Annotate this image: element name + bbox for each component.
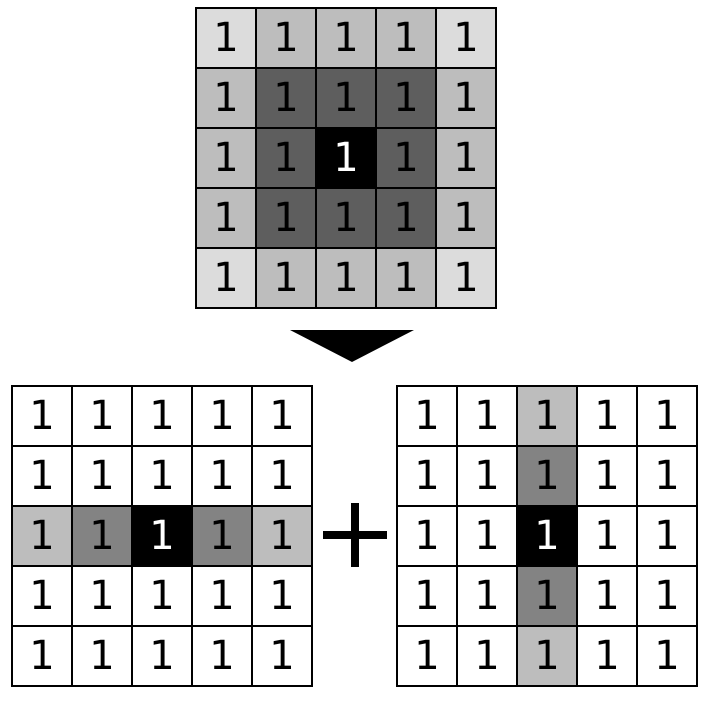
grid-cell: 1	[638, 627, 698, 687]
grid-cell: 1	[398, 507, 458, 567]
grid-cell: 1	[518, 567, 578, 627]
grid-cell: 1	[197, 249, 257, 309]
grid-cell: 1	[13, 627, 73, 687]
grid-cell: 1	[377, 189, 437, 249]
grid-cell: 1	[257, 69, 317, 129]
grid-cell: 1	[13, 507, 73, 567]
grid-cell: 1	[253, 507, 313, 567]
grid-cell: 1	[73, 387, 133, 447]
grid-cell: 1	[518, 627, 578, 687]
grid-cell: 1	[437, 249, 497, 309]
grid-cell: 1	[578, 567, 638, 627]
grid-cell: 1	[253, 387, 313, 447]
grid-cell: 1	[133, 567, 193, 627]
grid-cell: 1	[377, 69, 437, 129]
grid-cell: 1	[638, 507, 698, 567]
grid-cell: 1	[578, 627, 638, 687]
grid-cell: 1	[257, 129, 317, 189]
grid-cell: 1	[13, 567, 73, 627]
grid-cell: 1	[193, 627, 253, 687]
grid-cell: 1	[518, 447, 578, 507]
grid-cell: 1	[197, 129, 257, 189]
grid-cell: 1	[257, 249, 317, 309]
grid-cell: 1	[518, 387, 578, 447]
grid-cell: 1	[193, 447, 253, 507]
grid-cell: 1	[398, 387, 458, 447]
grid-cell: 1	[578, 447, 638, 507]
grid-cell: 1	[437, 69, 497, 129]
grid-cell: 1	[13, 447, 73, 507]
grid-cell: 1	[193, 567, 253, 627]
grid-cell: 1	[518, 507, 578, 567]
grid-cell: 1	[317, 9, 377, 69]
grid-cell: 1	[458, 627, 518, 687]
grid-cell: 1	[377, 9, 437, 69]
grid-cell: 1	[197, 9, 257, 69]
grid-cell: 1	[73, 627, 133, 687]
grid-cell: 1	[73, 507, 133, 567]
grid-cell: 1	[437, 189, 497, 249]
grid-cell: 1	[133, 387, 193, 447]
down-triangle-arrow-icon	[290, 330, 414, 362]
grid-cell: 1	[193, 387, 253, 447]
grid-cell: 1	[133, 627, 193, 687]
grid-cell: 1	[317, 189, 377, 249]
grid-cell: 1	[257, 189, 317, 249]
grid-cell: 1	[193, 507, 253, 567]
grid-cell: 1	[437, 129, 497, 189]
grid-cell: 1	[73, 447, 133, 507]
plus-icon	[323, 503, 387, 567]
grid-cell: 1	[398, 447, 458, 507]
grid-cell: 1	[317, 129, 377, 189]
grid-cell: 1	[638, 387, 698, 447]
grid-cell: 1	[197, 189, 257, 249]
grid-cell: 1	[317, 69, 377, 129]
grid-cell: 1	[458, 507, 518, 567]
grid-cell: 1	[458, 447, 518, 507]
grid-cell: 1	[73, 567, 133, 627]
grid-cell: 1	[377, 249, 437, 309]
grid-cell: 1	[253, 447, 313, 507]
grid-cell: 1	[377, 129, 437, 189]
grid-cell: 1	[133, 507, 193, 567]
grid-cell: 1	[257, 9, 317, 69]
grid-cell: 1	[253, 627, 313, 687]
grid-cell: 1	[578, 507, 638, 567]
grid-cell: 1	[458, 387, 518, 447]
grid-cell: 1	[133, 447, 193, 507]
grid-cell: 1	[578, 387, 638, 447]
grid-cell: 1	[638, 447, 698, 507]
grid-cell: 1	[398, 627, 458, 687]
grid-cell: 1	[398, 567, 458, 627]
grid-cell: 1	[253, 567, 313, 627]
grid-cell: 1	[317, 249, 377, 309]
grid-cell: 1	[13, 387, 73, 447]
grid-cell: 1	[638, 567, 698, 627]
grid-cell: 1	[197, 69, 257, 129]
grid-cell: 1	[458, 567, 518, 627]
grid-cell: 1	[437, 9, 497, 69]
